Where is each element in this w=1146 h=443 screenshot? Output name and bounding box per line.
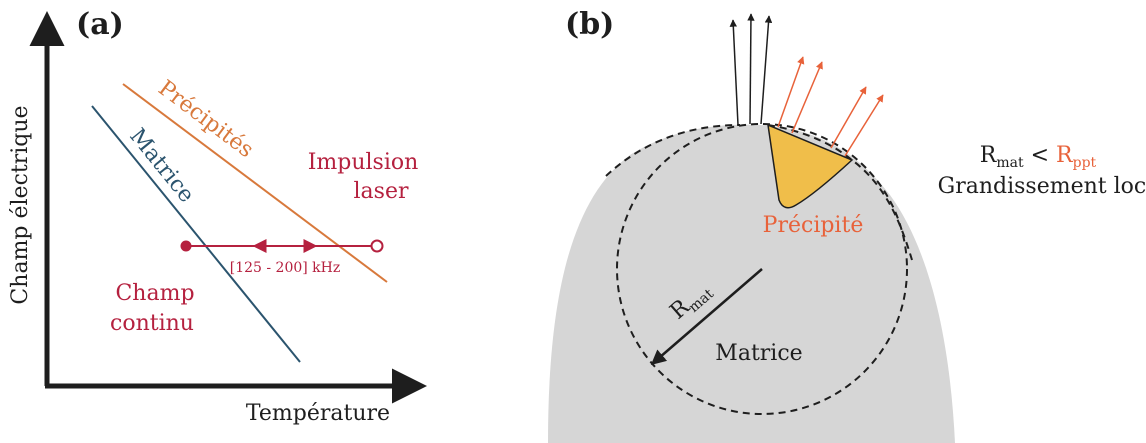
precipitate-field-arrow-3 — [830, 86, 867, 149]
relation-right-sub: ppt — [1073, 155, 1097, 171]
precipite-label: Précipité — [763, 213, 864, 238]
relation-left-main: R — [980, 143, 998, 168]
panel-a: (a) Champ électrique Température Précipi… — [8, 7, 427, 426]
y-axis-label: Champ électrique — [8, 105, 33, 304]
r-mat-arrow — [650, 268, 763, 365]
relation-op: < — [1024, 143, 1056, 168]
matrice-line — [91, 105, 301, 363]
impulsion-label-line1: Impulsion — [308, 150, 419, 175]
matrix-field-arrow-1 — [729, 19, 739, 126]
precipitate-field-arrow-2 — [791, 61, 823, 134]
relation-left-sub: mat — [996, 155, 1024, 171]
panel-b: (b) Rmat Matrice Précipité Rmat < Rppt — [548, 7, 1146, 443]
panel-b-label: (b) — [565, 7, 614, 42]
impulsion-label-line2: laser — [354, 179, 409, 204]
radius-relation: Rmat < Rppt — [980, 143, 1097, 171]
frequency-label: [125 - 200] kHz — [230, 260, 341, 276]
tip-body — [548, 124, 955, 443]
matrix-field-arrow-2 — [747, 13, 755, 125]
matrix-field-arrow-3 — [760, 15, 773, 125]
grandissement-label: Grandissement local — [938, 174, 1146, 199]
precipitate-field-arrow-1 — [777, 56, 805, 128]
precipites-line — [122, 83, 388, 283]
tip-outline — [605, 124, 913, 261]
matrice-label-b: Matrice — [715, 341, 802, 366]
relation-right-main: R — [1056, 143, 1074, 168]
matrice-label: Matrice — [124, 124, 199, 208]
continuous-field-point — [180, 240, 192, 252]
champ-label-line2: continu — [110, 311, 194, 336]
matrix-curvature-circle — [616, 123, 908, 415]
panel-a-label: (a) — [76, 7, 124, 42]
laser-pulse-point — [370, 239, 384, 253]
precipitate-field-arrow-4 — [844, 94, 884, 157]
precipitate — [767, 123, 854, 209]
x-axis-label: Température — [246, 401, 390, 426]
champ-label-line1: Champ — [115, 281, 194, 306]
